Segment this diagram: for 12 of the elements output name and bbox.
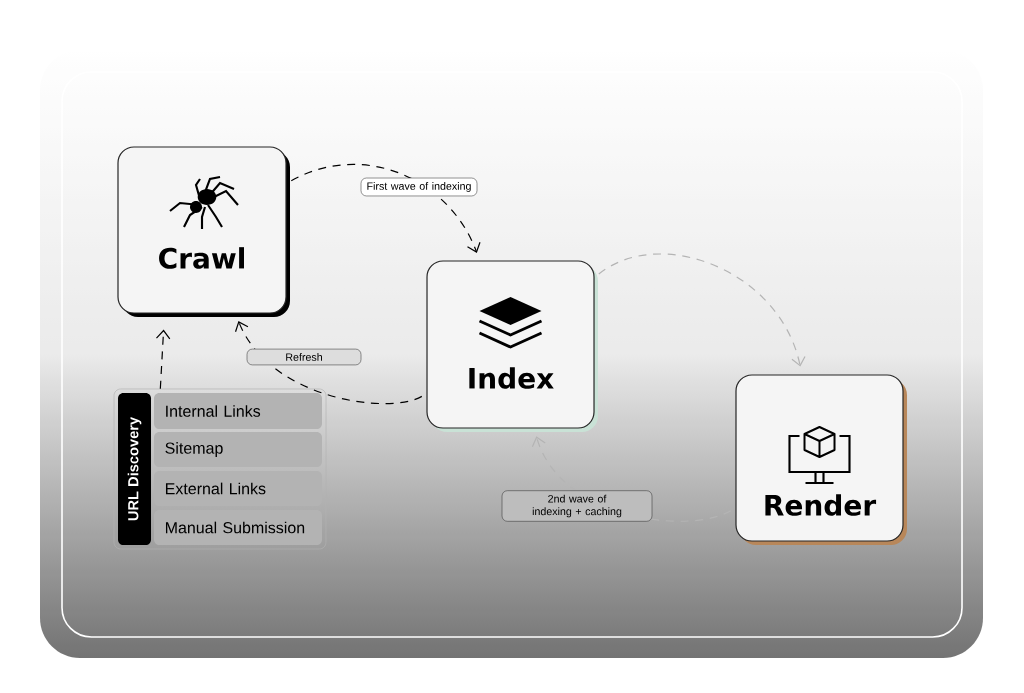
node-label: External Links [165,482,266,495]
list-item: External Links [154,471,322,506]
node-label: Manual Submission [165,521,305,534]
edge-label: 2nd wave of indexing + caching [501,490,653,522]
list-item: Manual Submission [154,510,322,545]
edge-label: First wave of indexing [360,177,478,197]
list-item: Internal Links [154,393,322,429]
edge-label: Refresh [246,348,362,366]
process-box: Render [735,374,907,545]
process-box: Crawl [117,146,290,317]
list-item: Sitemap [154,432,322,467]
process-box: Index [426,260,598,432]
